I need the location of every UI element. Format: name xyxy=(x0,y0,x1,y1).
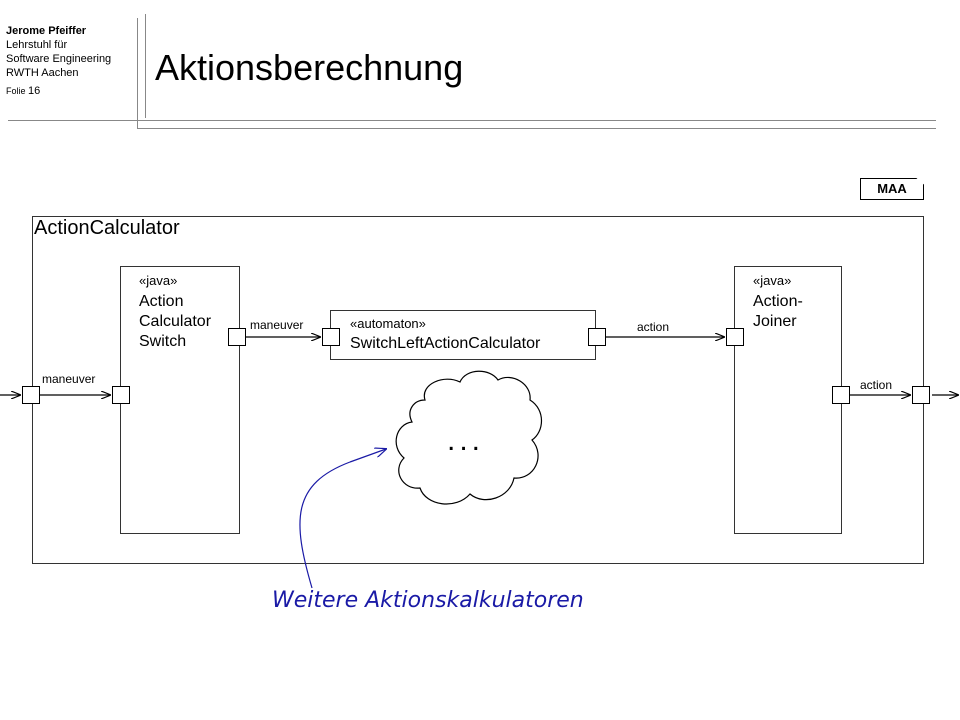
chair-line-2: Software Engineering xyxy=(6,53,112,65)
header-rule-bottom xyxy=(137,128,936,129)
slide-number: Folie 16 xyxy=(6,84,111,98)
switch-stereotype: «java» xyxy=(139,273,178,288)
maa-tag: MAA xyxy=(860,178,924,200)
label-automaton-out-action: action xyxy=(637,320,670,334)
slide-number-value: 16 xyxy=(28,85,41,97)
port-switch-in xyxy=(112,386,130,404)
header-divider-left xyxy=(137,18,138,128)
annotation-arrow xyxy=(349,449,386,463)
author-name: Jerome Pfeiffer xyxy=(6,25,87,37)
port-outer-in xyxy=(22,386,40,404)
port-outer-out xyxy=(912,386,930,404)
university: RWTH Aachen xyxy=(6,67,79,79)
port-automaton-in xyxy=(322,328,340,346)
joiner-name: Action- Joiner xyxy=(753,292,803,332)
joiner-stereotype: «java» xyxy=(753,273,792,288)
switch-name-line-3: Switch xyxy=(139,333,187,350)
label-outer-in-maneuver: maneuver xyxy=(42,372,96,386)
switch-name-line-1: Action xyxy=(139,293,184,310)
port-switch-out xyxy=(228,328,246,346)
port-joiner-out xyxy=(832,386,850,404)
automaton-stereotype: «automaton» xyxy=(350,316,426,331)
switch-name: Action Calculator Switch xyxy=(139,292,211,352)
joiner-name-line-1: Action- xyxy=(753,293,803,310)
automaton-name: SwitchLeftActionCalculator xyxy=(350,335,541,352)
container-label: ActionCalculator xyxy=(34,217,180,239)
cloud-shape xyxy=(395,370,543,505)
page-title: Aktionsberechnung xyxy=(155,47,464,88)
chair-line-1: Lehrstuhl für xyxy=(6,39,68,51)
annotation-curve xyxy=(299,461,351,589)
switch-name-line-2: Calculator xyxy=(139,313,212,330)
cloud-ellipsis: ... xyxy=(447,424,485,457)
action-calculator-switch-component xyxy=(120,266,240,534)
header-divider-right xyxy=(145,14,146,118)
label-switch-out-maneuver: maneuver xyxy=(250,318,304,332)
port-automaton-out xyxy=(588,328,606,346)
port-joiner-in xyxy=(726,328,744,346)
slide-prefix: Folie xyxy=(6,86,26,96)
label-outer-out-action: action xyxy=(860,378,893,392)
joiner-name-line-2: Joiner xyxy=(753,313,797,330)
header-rule-top xyxy=(8,120,936,121)
annotation-text: Weitere Aktionskalkulatoren xyxy=(272,588,584,613)
author-info: Jerome Pfeiffer Lehrstuhl für Software E… xyxy=(6,24,111,98)
